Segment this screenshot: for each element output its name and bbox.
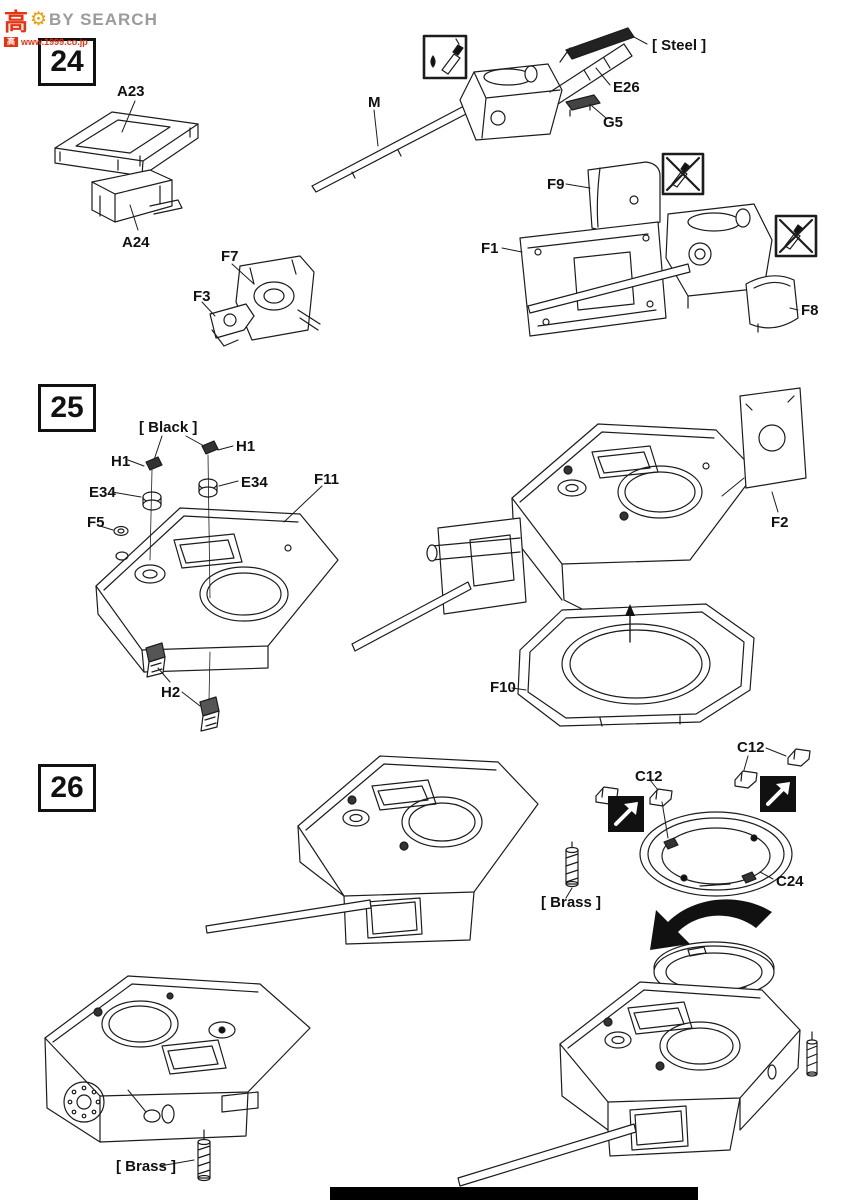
step-25-number: 25: [38, 384, 96, 432]
label-c24: C24: [776, 873, 804, 890]
label-e34-left: E34: [89, 484, 116, 501]
step24-gun-barrel-breech: [311, 27, 635, 193]
step26-leader-lines: [159, 747, 787, 1167]
step26-turret-top: [205, 755, 539, 945]
step25-turret-ring-f10: [517, 603, 755, 727]
label-steel: [ Steel ]: [652, 37, 707, 54]
step25-small-parts-h1-e34-f5: [113, 440, 219, 599]
label-f5: F5: [87, 514, 105, 531]
step26-brass-part-right: [806, 1031, 818, 1077]
step-26-number: 26: [38, 764, 96, 812]
label-h1-left: H1: [111, 453, 131, 470]
label-f10: F10: [490, 679, 516, 696]
watermark: 高 ⚙ BY SEARCH 高 www.1999.co.jp: [4, 2, 158, 47]
step25-turret-roof-left: [95, 507, 339, 673]
no-cement-icon-1: [661, 152, 705, 196]
label-e26: E26: [613, 79, 640, 96]
label-h2: H2: [161, 684, 181, 701]
watermark-badge: 高: [4, 37, 18, 47]
step25-periscopes-h2: [145, 642, 220, 732]
watermark-brand-text: BY SEARCH: [49, 9, 158, 29]
step24-leader-lines: [121, 36, 799, 317]
step26-turret-bottom-left: [44, 975, 311, 1143]
cement-icon: [422, 34, 468, 80]
label-f8: F8: [801, 302, 819, 319]
label-m: M: [368, 94, 381, 111]
label-f11: F11: [314, 471, 340, 488]
label-brass-upper: [ Brass ]: [541, 894, 602, 911]
label-f9: F9: [547, 176, 565, 193]
step26-race-ring-c24: [639, 811, 793, 897]
label-e34-right: E34: [241, 474, 268, 491]
label-f2: F2: [771, 514, 789, 531]
step26-turret-bottom-right: [457, 981, 801, 1187]
label-h1-right: H1: [236, 438, 256, 455]
label-c12-left: C12: [635, 768, 663, 785]
step24-cradle-f7-f3: [209, 255, 321, 347]
step24-gun-mount-bracket: [54, 111, 199, 223]
label-a23: A23: [117, 83, 145, 100]
step-24-number: 24: [38, 38, 96, 86]
label-brass-lower: [ Brass ]: [116, 1158, 177, 1175]
direction-arrow-icon-2: [760, 776, 796, 812]
no-cement-icon-2: [774, 214, 818, 258]
flip-arrow-icon: [650, 899, 772, 950]
step26-c12-brackets: [595, 748, 811, 807]
gear-icon: ⚙: [30, 9, 48, 30]
hobbysearch-logo-glyph: 高: [4, 9, 28, 36]
label-g5: G5: [603, 114, 624, 131]
step24-mantlet-assembly: [519, 161, 799, 337]
label-f3: F3: [193, 288, 211, 305]
step26-brass-part-lower: [197, 1129, 211, 1182]
label-f1: F1: [481, 240, 499, 257]
step26-brass-part-upper: [565, 841, 579, 888]
step25-turret-assembly-right: [351, 423, 757, 652]
bottom-black-bar: [330, 1187, 698, 1200]
label-f7: F7: [221, 248, 239, 265]
step25-leader-lines: [99, 435, 779, 707]
watermark-url-text: www.1999.co.jp: [21, 37, 88, 47]
step25-plate-f2: [721, 387, 807, 497]
label-black: [ Black ]: [139, 419, 198, 436]
label-c12-right: C12: [737, 739, 765, 756]
direction-arrow-icon-1: [608, 796, 644, 832]
label-a24: A24: [122, 234, 150, 251]
